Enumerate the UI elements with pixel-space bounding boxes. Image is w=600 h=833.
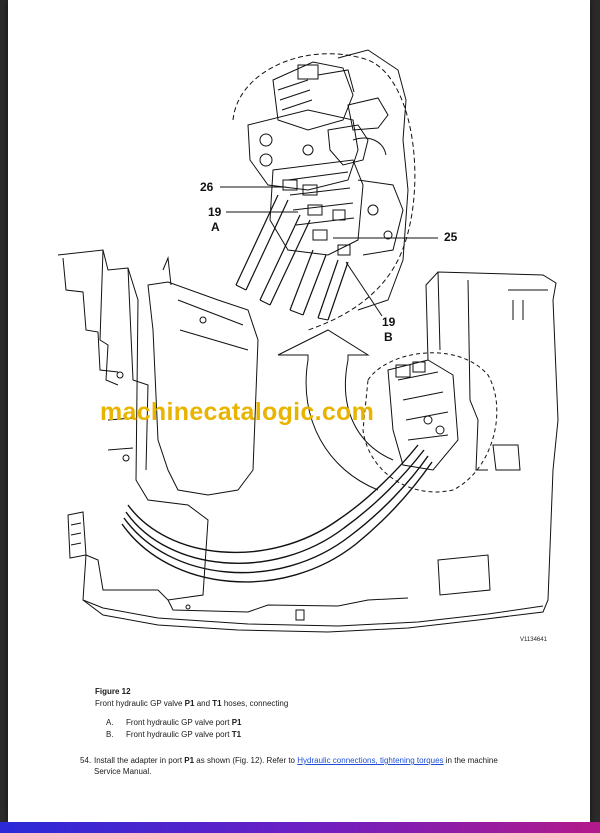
caption-text-after: hoses, connecting [221,699,289,708]
caption-port-p1: P1 [184,699,195,708]
machine-frame-outline [57,249,559,633]
list-item-b: Front hydraulic GP valve port T1 [126,730,241,739]
step-text-1: Install the adapter in port [94,756,185,765]
callout-19b-number: 19 [382,315,396,329]
list-item-a-port: P1 [231,718,242,727]
step-text-continued: Service Manual. [94,767,152,776]
callout-19b-letter: B [384,330,393,344]
list-item-b-port: T1 [231,730,242,739]
document-page: 26 19 A 25 19 B V1134641 machinecatalogi… [8,0,590,822]
step-text: Install the adapter in port P1 as shown … [94,755,498,766]
list-item-a-text: Front hydraulic GP valve port [126,718,232,727]
caption-text-before: Front hydraulic GP valve [95,699,185,708]
torque-reference-link[interactable]: Hydraulic connections, tightening torque… [297,756,444,765]
step-text-3: in the machine [443,756,498,765]
caption-text-and: and [194,699,213,708]
callout-19a-letter: A [211,220,220,234]
hydraulic-valve-figure: 26 19 A 25 19 B V1134641 [57,49,559,643]
step-number: 54. [80,756,92,765]
caption-port-t1: T1 [212,699,222,708]
callout-26: 26 [200,180,214,194]
figure-caption: Front hydraulic GP valve P1 and T1 hoses… [95,698,288,709]
step-text-2: as shown (Fig. 12). Refer to [194,756,298,765]
list-item-a: Front hydraulic GP valve port P1 [126,718,241,727]
viewer-bottom-bar [0,822,600,833]
list-marker-b: B. [106,730,114,739]
step-port: P1 [184,756,195,765]
callout-25: 25 [444,230,458,244]
drawing-id: V1134641 [520,637,548,643]
callout-19a-number: 19 [208,205,222,219]
list-marker-a: A. [106,718,114,727]
figure-label: Figure 12 [95,687,131,696]
watermark: machinecatalogic.com [100,398,375,426]
list-item-b-text: Front hydraulic GP valve port [126,730,232,739]
